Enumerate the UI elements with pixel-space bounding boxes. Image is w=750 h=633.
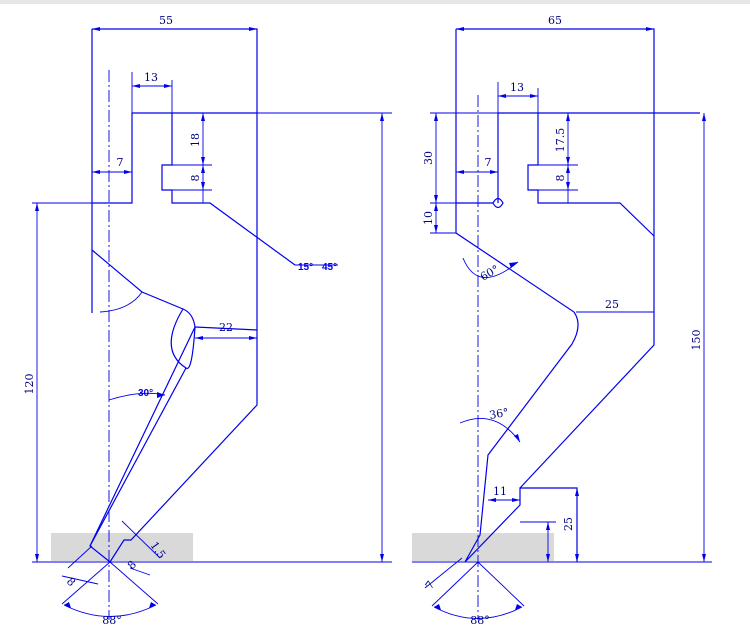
left-tool-outline [89,29,258,563]
right-offset-dim: 7 [485,156,492,169]
left-offset-dim: 7 [117,156,124,169]
left-tip-angle-dim: 30° [138,388,153,399]
left-chamfer-angle-2: 45° [322,262,337,273]
right-notch [498,112,655,237]
left-front-flank [89,367,187,547]
right-neck-width-dim: 11 [493,485,507,498]
left-relief-dim: 22 [219,321,233,334]
right-relief-hole [492,197,504,209]
right-width-dim: 65 [548,14,562,27]
top-border [0,0,750,4]
right-neck-angle-dim: 60° [478,263,501,284]
right-tip-angle-dim: 36° [488,406,509,422]
right-lower-dim: 10 [422,211,435,225]
right-tool: 65 13 30 10 17.5 8 7 [412,14,712,627]
left-width-dim: 55 [159,14,173,27]
left-top-edge [92,28,258,113]
right-tip-leg-dim: 7 [423,579,438,592]
right-die-base [412,533,554,561]
left-relief-edge [194,326,258,331]
left-chamfer-angle-1: 15° [298,262,313,273]
left-included-angle-dim: 88° [102,614,122,627]
right-slot-depth-dim: 17.5 [554,128,567,153]
left-die-base [51,533,193,561]
right-back-edge [519,236,655,489]
right-relief-dim: 25 [605,298,619,311]
left-slot-width-dim: 13 [144,71,158,84]
left-notch-dim: 8 [189,175,202,182]
left-notch [161,113,296,266]
left-neck-line [91,249,184,310]
right-slot-width-dim: 13 [510,81,524,94]
left-tool: 55 13 18 8 7 120 [23,14,392,627]
right-upper-dim: 30 [422,151,435,165]
right-notch-dim: 8 [554,175,567,182]
left-height-dim: 120 [23,374,36,395]
right-tool-outline [455,29,579,563]
left-slot-depth-dim: 18 [189,133,202,147]
right-height-dim: 150 [690,330,703,351]
right-included-angle-dim: 88° [470,614,490,627]
right-tip-height-dim: 25 [562,517,575,531]
